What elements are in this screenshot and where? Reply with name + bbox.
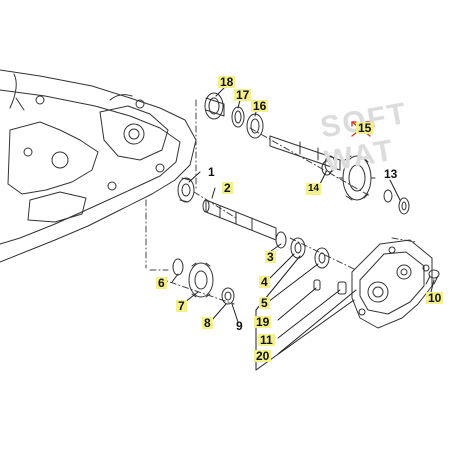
callout-11: 11: [258, 333, 275, 347]
intermediate-shaft: [202, 199, 277, 241]
callout-7: 7: [176, 299, 187, 313]
callout-17: 17: [234, 88, 252, 102]
callout-18: 18: [218, 75, 236, 89]
callout-1: 1: [208, 165, 215, 179]
callout-6: 6: [156, 276, 167, 290]
washers-13-14: [321, 160, 410, 215]
callout-9: 9: [236, 319, 243, 333]
crankcase-housing: [0, 69, 197, 263]
callout-13: 13: [384, 167, 398, 181]
callout-15: 15: [356, 121, 374, 135]
output-shaft: [269, 135, 376, 201]
bolt-10: [425, 269, 440, 285]
callout-4: 4: [259, 275, 270, 289]
leader-lines: [171, 87, 435, 371]
gear-1: [177, 177, 195, 203]
cover-bearing: [313, 247, 347, 295]
callout-8: 8: [202, 316, 213, 330]
callout-10: 10: [426, 291, 444, 305]
gear-7-assembly: [172, 258, 235, 305]
callout-16: 16: [251, 99, 269, 113]
callout-14: 14: [306, 183, 322, 195]
transmission-cover: [351, 239, 433, 329]
callout-19: 19: [254, 315, 272, 329]
callout-3: 3: [265, 250, 276, 264]
callout-20: 20: [254, 349, 272, 363]
callout-5: 5: [259, 296, 270, 310]
callout-2: 2: [222, 181, 233, 195]
